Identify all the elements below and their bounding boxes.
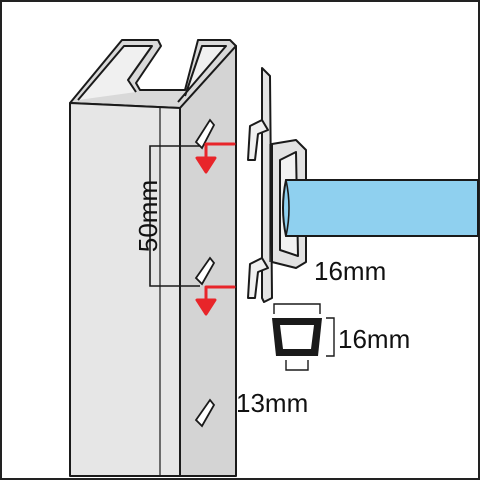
beam [282, 179, 479, 237]
slot-hole [194, 256, 216, 286]
beam-height-label: 16mm [314, 256, 386, 286]
beam-end [285, 179, 290, 237]
bracket-hook-upper [247, 119, 269, 161]
tube-top-bracket [273, 303, 321, 314]
post-lip-left [77, 45, 153, 101]
post-lip-right [177, 45, 227, 103]
tube-width-label: 13mm [236, 388, 308, 418]
arrow-lower [204, 285, 236, 302]
tube-width-bracket [285, 360, 309, 371]
post-slots [194, 118, 216, 428]
tube-section [272, 318, 322, 356]
post-front-face [69, 102, 181, 477]
beam-body [282, 179, 479, 237]
arrow-upper [204, 142, 236, 160]
arrow-upper-head [195, 156, 217, 174]
bracket-hook-lower [247, 257, 269, 299]
hook-arrows [195, 142, 236, 316]
slot-hole [194, 398, 216, 428]
pitch-bracket [149, 145, 200, 287]
tube-height-label: 16mm [338, 324, 410, 354]
tube-height-bracket [326, 317, 335, 357]
tube-profile-inner [280, 325, 314, 349]
pitch-dimension [149, 145, 200, 287]
tube-dimension-lines [273, 303, 335, 371]
arrow-lower-head [195, 298, 217, 316]
pitch-label: 50mm [133, 180, 163, 252]
